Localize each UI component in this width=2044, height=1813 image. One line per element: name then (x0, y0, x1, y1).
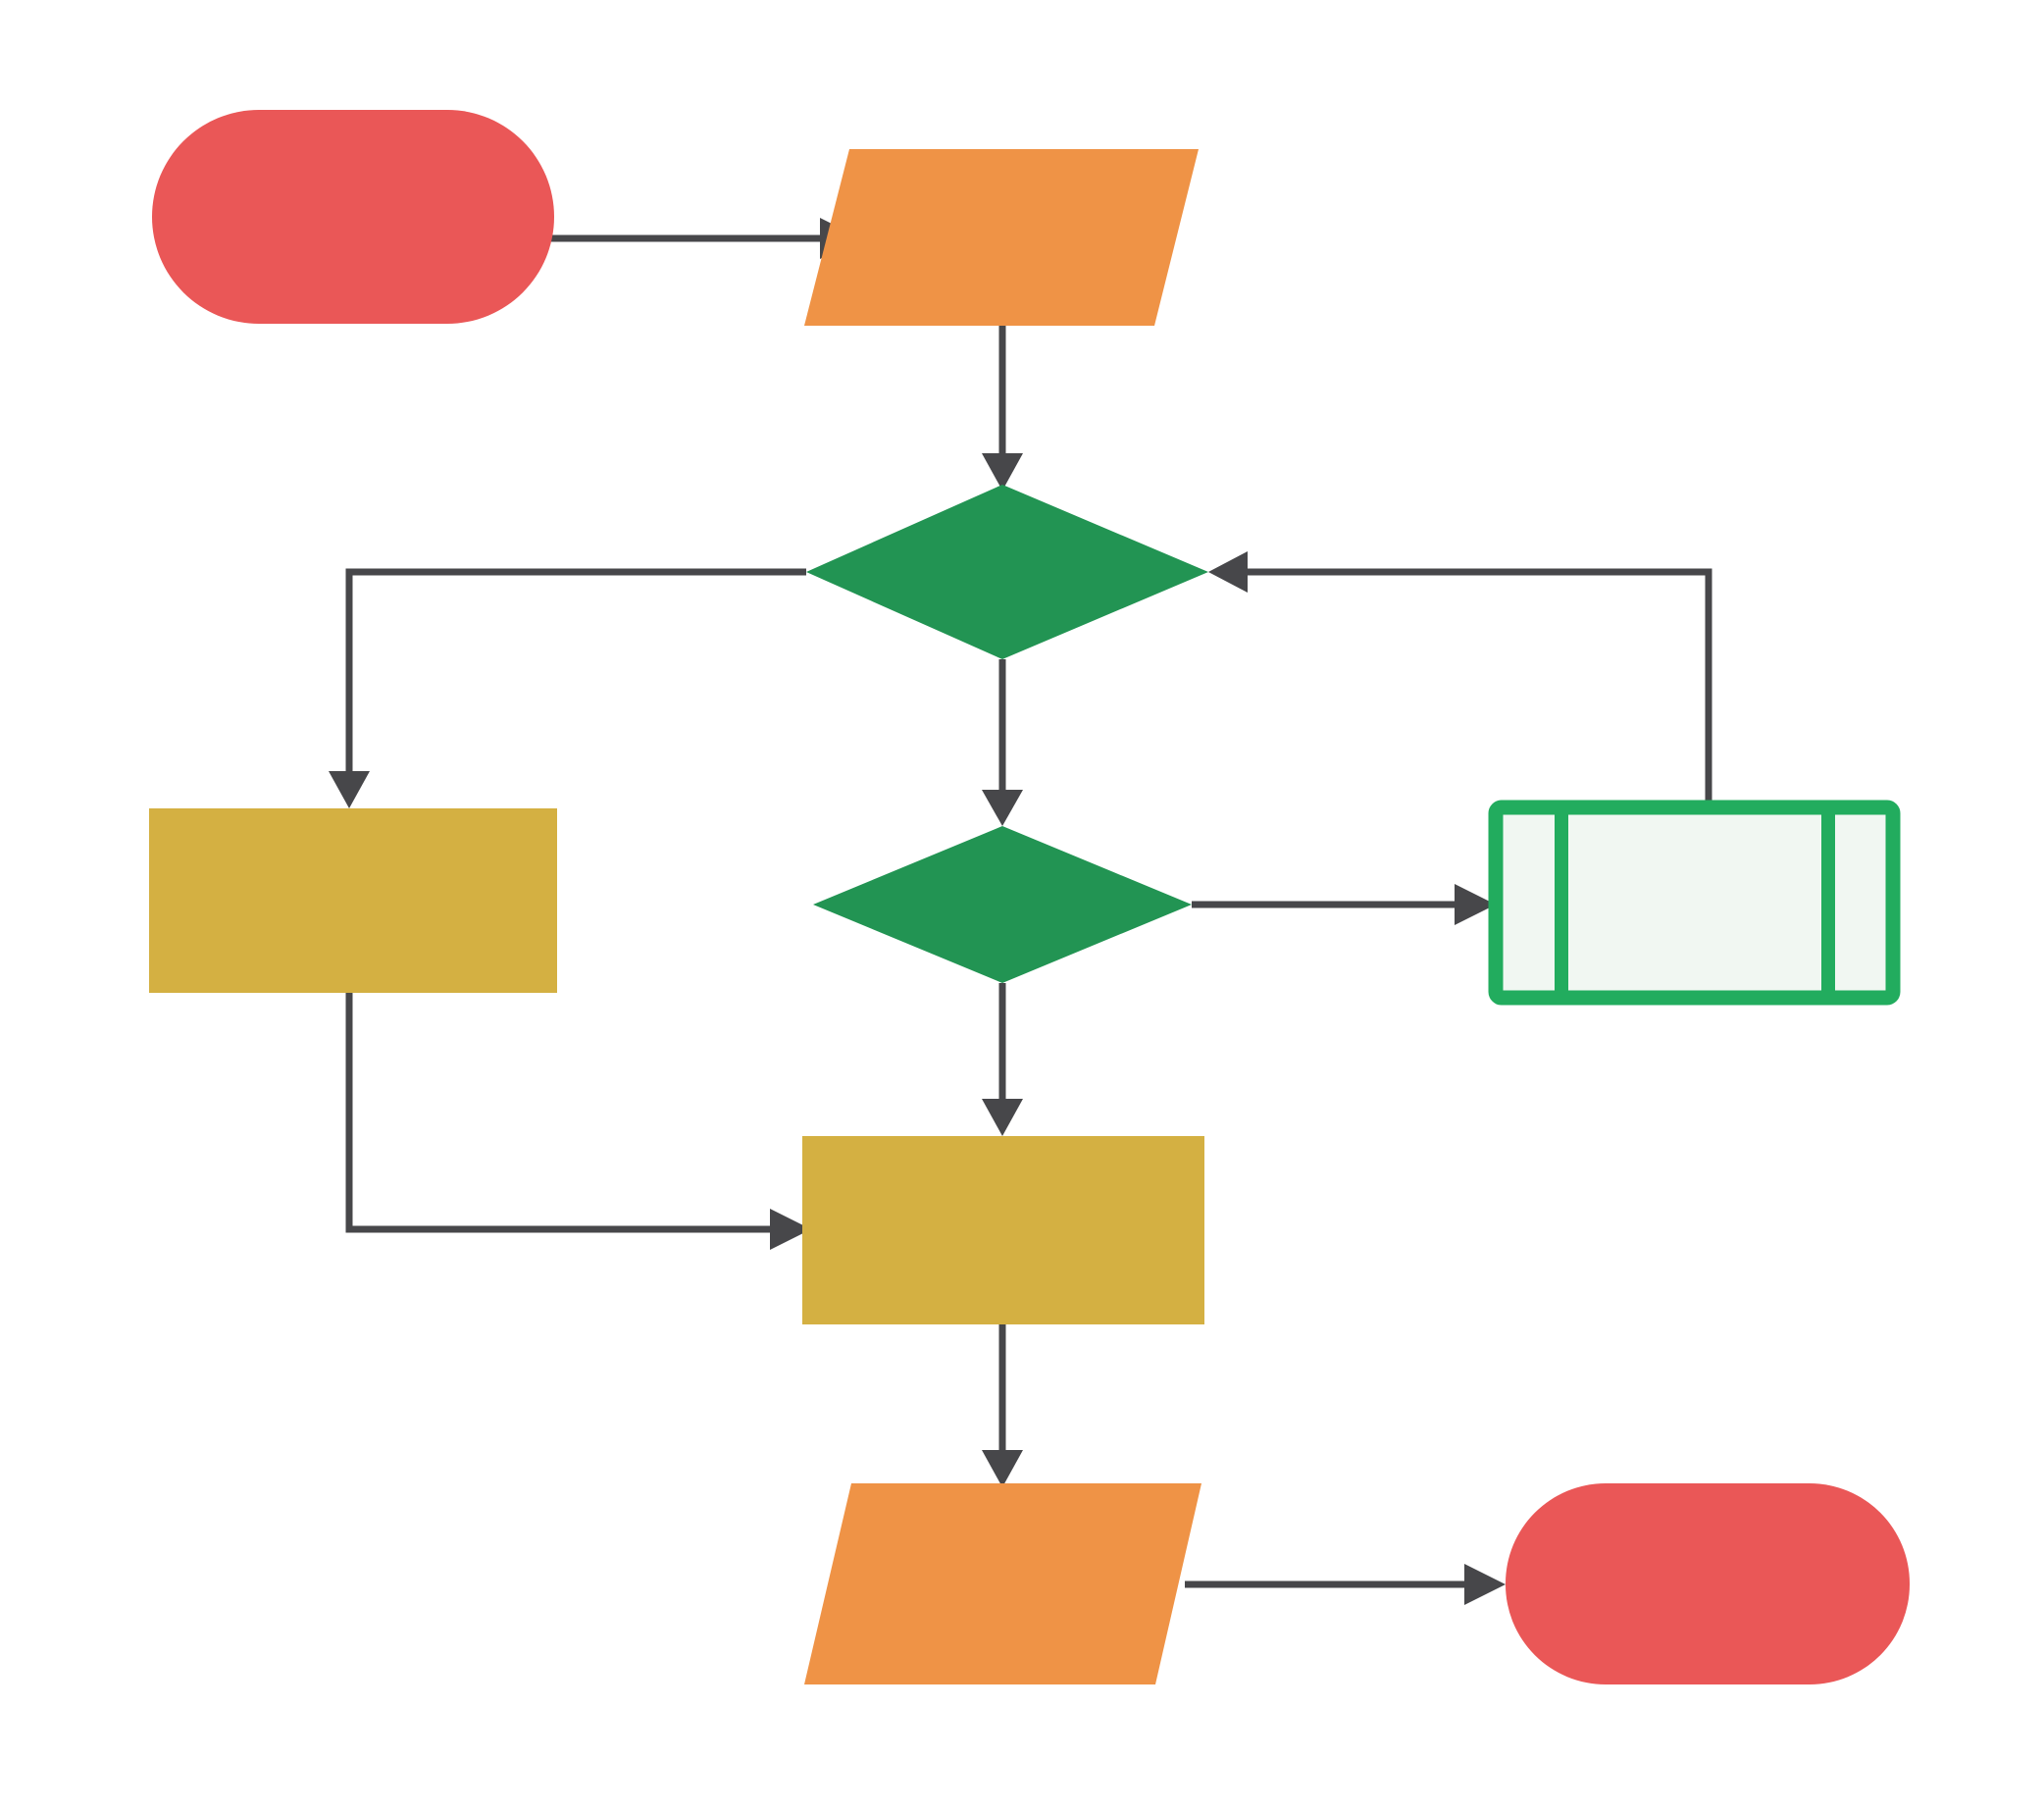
arrow-head-icon (1464, 1564, 1506, 1605)
edge-layer (329, 218, 1712, 1605)
rectangle-shape (149, 808, 557, 993)
node-end-terminator[interactable] (1506, 1483, 1910, 1684)
arrow-head-icon (1208, 551, 1248, 593)
node-process-center-rectangle[interactable] (802, 1136, 1204, 1324)
edge-process-center-to-output[interactable] (982, 1324, 1023, 1487)
edge-decision-2-to-process-center[interactable] (982, 983, 1023, 1136)
edge-line (1248, 568, 1712, 804)
arrow-head-icon (982, 1099, 1023, 1136)
edge-decision-1-to-decision-2[interactable] (982, 659, 1023, 826)
node-subroutine-predefined-process[interactable] (1488, 800, 1901, 1006)
rectangle-shape (802, 1136, 1204, 1324)
edge-line (345, 568, 806, 771)
edge-subroutine-to-decision-1[interactable] (1208, 551, 1712, 804)
arrow-head-icon (329, 771, 370, 808)
edge-output-to-end[interactable] (1185, 1564, 1506, 1605)
edge-process-left-to-process-center[interactable] (345, 993, 811, 1250)
edge-decision-2-to-subroutine[interactable] (1192, 884, 1496, 925)
node-layer (149, 110, 1910, 1684)
edge-line (345, 993, 770, 1233)
node-decision-2-diamond[interactable] (813, 826, 1192, 983)
terminator-shape (152, 110, 554, 324)
parallelogram-shape (804, 149, 1199, 326)
edge-start-to-input[interactable] (549, 218, 861, 259)
arrow-head-icon (982, 790, 1023, 826)
diamond-shape (806, 485, 1208, 659)
terminator-shape (1506, 1483, 1910, 1684)
arrow-head-icon (982, 453, 1023, 491)
arrow-head-icon (770, 1209, 811, 1250)
edge-input-to-decision-1[interactable] (982, 326, 1023, 491)
node-input-parallelogram[interactable] (804, 149, 1199, 326)
node-start-terminator[interactable] (152, 110, 554, 324)
parallelogram-shape (804, 1483, 1201, 1684)
diamond-shape (813, 826, 1192, 983)
arrow-head-icon (1455, 884, 1496, 925)
arrow-head-icon (982, 1450, 1023, 1487)
node-process-left-rectangle[interactable] (149, 808, 557, 993)
subroutine-outer-shape (1488, 800, 1901, 1006)
edge-decision-1-to-process-left[interactable] (329, 568, 806, 808)
node-output-parallelogram[interactable] (804, 1483, 1201, 1684)
node-decision-1-diamond[interactable] (806, 485, 1208, 659)
